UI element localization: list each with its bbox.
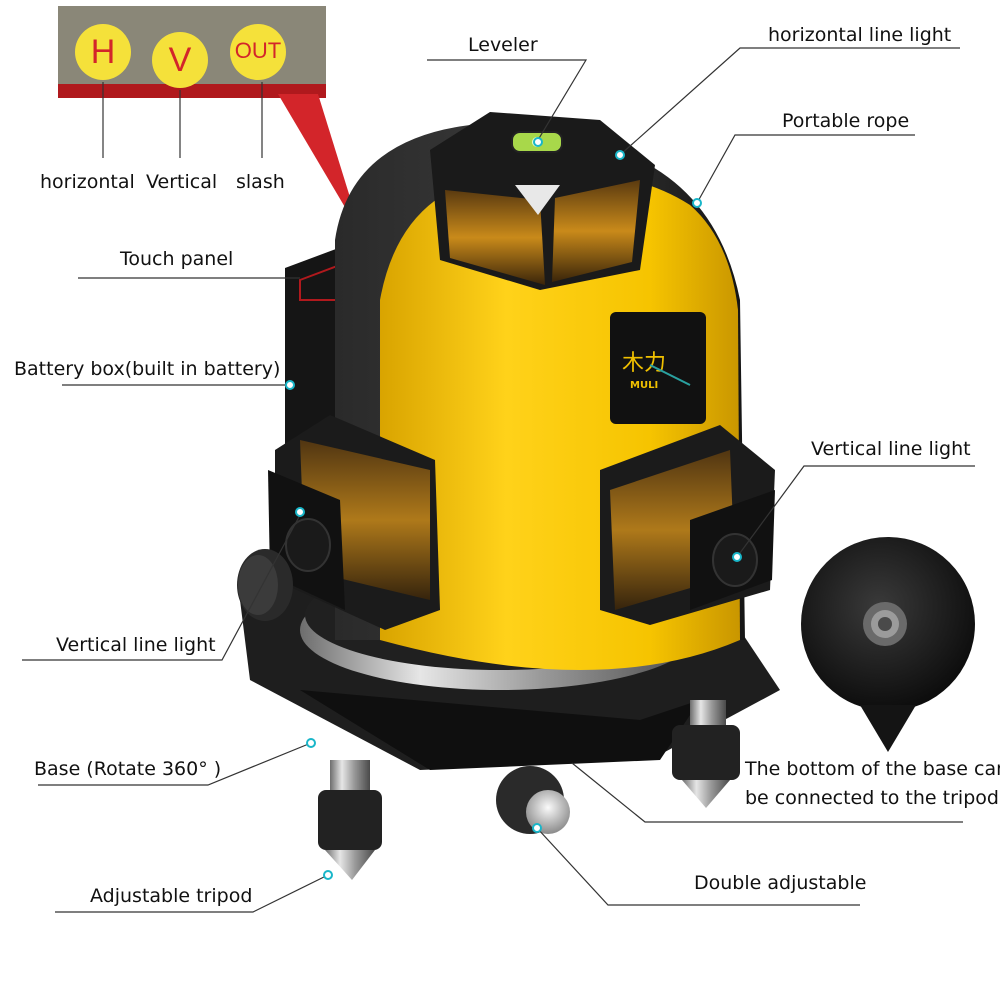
- touch-panel-inset: [58, 6, 362, 236]
- marker-base: [306, 738, 316, 748]
- caption-slash: slash: [236, 171, 285, 193]
- leader-lines: [22, 47, 975, 913]
- label-touch-panel: Touch panel: [120, 248, 234, 270]
- label-portable-rope: Portable rope: [782, 110, 910, 132]
- v-button-label: V: [168, 41, 192, 79]
- caption-vertical: Vertical: [146, 171, 218, 193]
- brand-text: MULI: [630, 380, 658, 391]
- label-base: Base (Rotate 360° ): [34, 758, 222, 780]
- label-adjustable-tripod: Adjustable tripod: [90, 885, 253, 907]
- marker-vertical-line-light-right: [732, 552, 742, 562]
- label-bottom-line1: The bottom of the base can: [745, 758, 1000, 780]
- label-bottom-line2: be connected to the tripod: [745, 787, 999, 809]
- marker-battery-box: [285, 380, 295, 390]
- label-double-adjustable: Double adjustable: [694, 872, 867, 894]
- marker-horizontal-line-light: [615, 150, 625, 160]
- label-vertical-line-light-left: Vertical line light: [56, 634, 216, 656]
- marker-adjustable-tripod: [323, 870, 333, 880]
- front-knob: [496, 766, 570, 834]
- tripod-leg-left: [318, 760, 382, 880]
- marker-leveler: [533, 137, 543, 147]
- marker-vertical-line-light-left: [295, 507, 305, 517]
- marker-double-adjustable: [532, 823, 542, 833]
- left-knob: [237, 549, 293, 621]
- h-button-icon: [75, 24, 131, 80]
- h-button-label: H: [90, 33, 116, 71]
- tripod-leg-right: [672, 700, 740, 808]
- brand-cn-text: 木力: [622, 351, 666, 376]
- label-battery-box: Battery box(built in battery): [14, 358, 281, 380]
- label-vertical-line-light-right: Vertical line light: [811, 438, 971, 460]
- callout-markers: [285, 137, 742, 880]
- base-bottom-inset: [801, 537, 975, 752]
- marker-portable-rope: [692, 198, 702, 208]
- out-button-icon: [230, 24, 286, 80]
- label-leveler: Leveler: [468, 34, 538, 56]
- out-button-label: OUT: [234, 38, 282, 63]
- caption-horizontal: horizontal: [40, 171, 135, 193]
- laser-level-device: 木力 MULI: [237, 112, 780, 880]
- label-horizontal-line-light: horizontal line light: [768, 24, 952, 46]
- v-button-icon: [152, 32, 208, 88]
